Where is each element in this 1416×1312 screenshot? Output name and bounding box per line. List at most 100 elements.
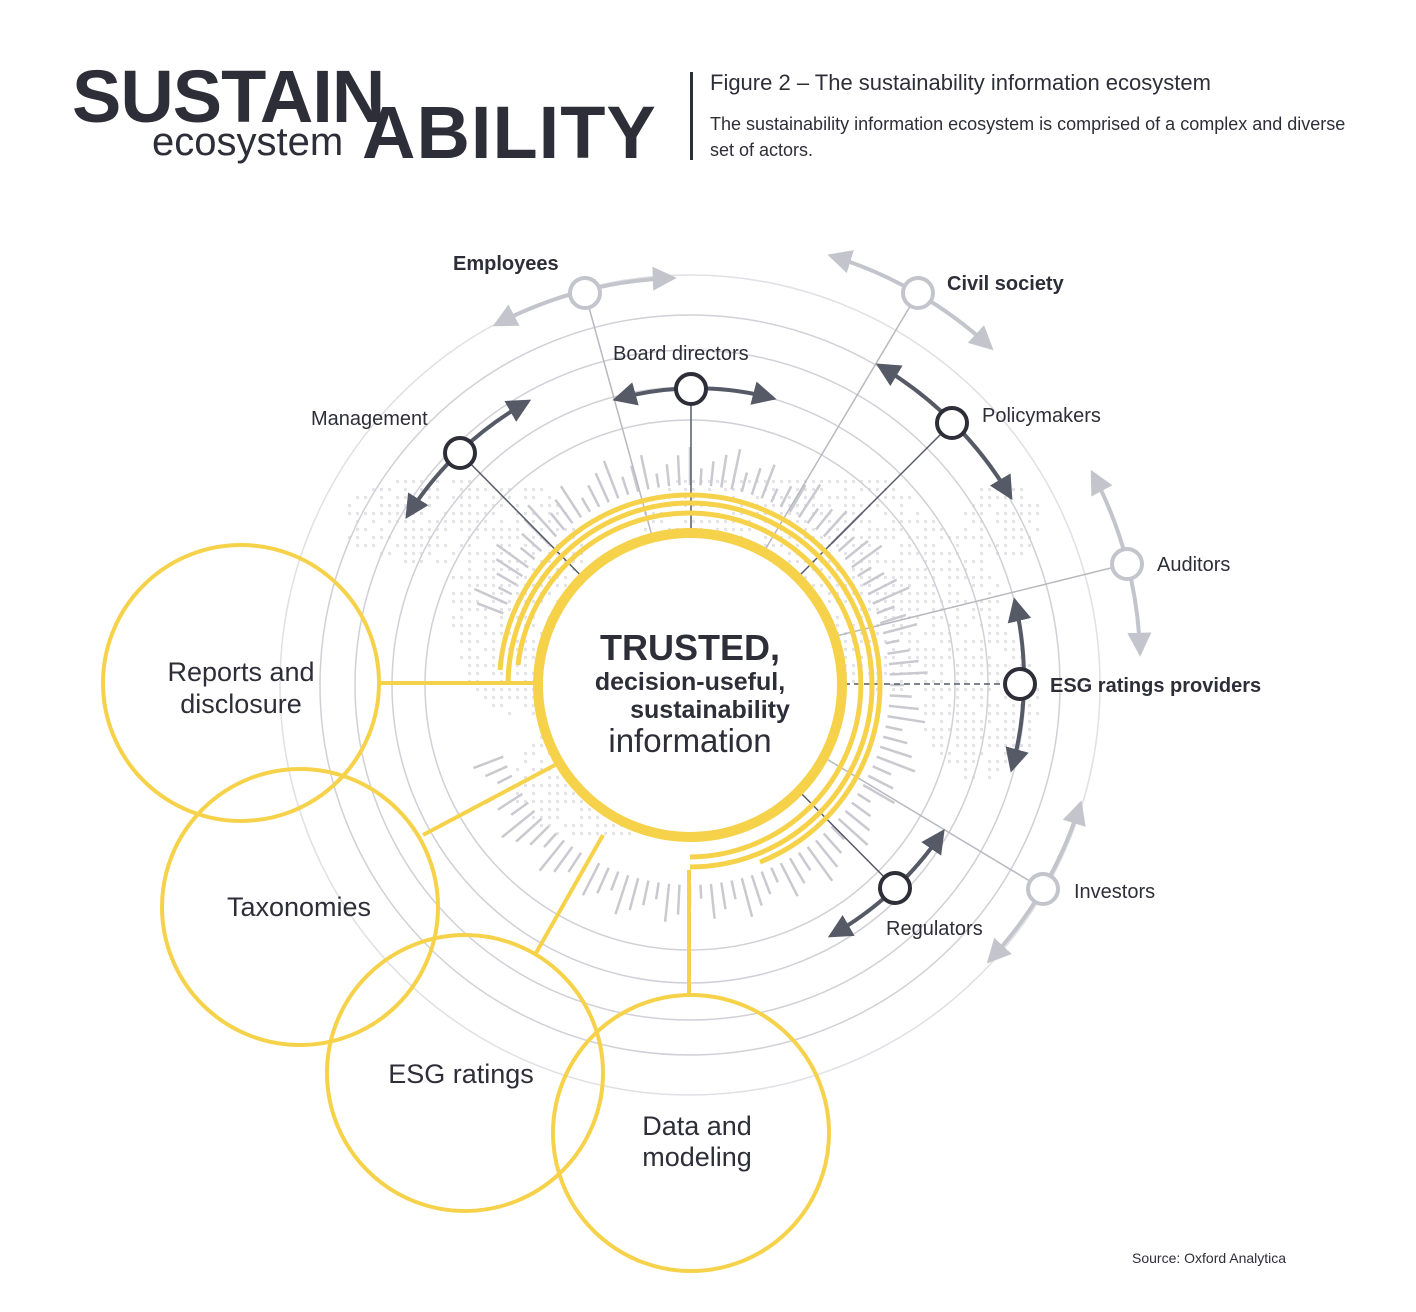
map-dot <box>692 480 695 483</box>
map-dot <box>500 568 503 571</box>
radial-tick <box>760 464 776 499</box>
map-dot <box>924 592 927 595</box>
map-dot <box>868 608 871 611</box>
map-dot <box>812 488 815 491</box>
map-dot <box>956 624 959 627</box>
map-dot <box>956 664 959 667</box>
map-dot <box>868 520 871 523</box>
map-dot <box>924 712 927 715</box>
map-dot <box>844 504 847 507</box>
map-dot <box>540 800 543 803</box>
radial-tick <box>515 817 543 843</box>
map-dot <box>940 680 943 683</box>
map-dot <box>908 584 911 587</box>
map-dot <box>900 608 903 611</box>
map-dot <box>932 552 935 555</box>
map-dot <box>468 560 471 563</box>
map-dot <box>508 568 511 571</box>
map-dot <box>1012 536 1015 539</box>
map-dot <box>540 560 543 563</box>
map-dot <box>892 648 895 651</box>
management-node <box>443 436 477 470</box>
map-dot <box>1020 504 1023 507</box>
map-dot <box>900 504 903 507</box>
map-dot <box>532 624 535 627</box>
map-dot <box>524 800 527 803</box>
map-dot <box>940 656 943 659</box>
map-dot <box>1012 488 1015 491</box>
map-dot <box>932 664 935 667</box>
map-dot <box>524 560 527 563</box>
map-dot <box>428 536 431 539</box>
map-dot <box>812 480 815 483</box>
map-dot <box>492 696 495 699</box>
map-dot <box>964 688 967 691</box>
map-dot <box>412 552 415 555</box>
map-dot <box>764 504 767 507</box>
map-dot <box>844 488 847 491</box>
map-dot <box>900 680 903 683</box>
map-dot <box>972 736 975 739</box>
map-dot <box>956 648 959 651</box>
map-dot <box>948 584 951 587</box>
map-dot <box>988 600 991 603</box>
radial-tick <box>844 809 871 832</box>
map-dot <box>988 688 991 691</box>
map-dot <box>988 736 991 739</box>
radial-tick <box>730 880 737 900</box>
map-dot <box>412 480 415 483</box>
radial-tick <box>496 572 518 587</box>
map-dot <box>524 752 527 755</box>
regulators-label: Regulators <box>886 918 983 940</box>
map-dot <box>484 528 487 531</box>
map-dot <box>868 576 871 579</box>
map-dot <box>540 744 543 747</box>
policymakers-node <box>935 406 969 440</box>
map-dot <box>892 608 895 611</box>
map-dot <box>732 512 735 515</box>
map-dot <box>972 728 975 731</box>
map-dot <box>564 584 567 587</box>
map-dot <box>956 704 959 707</box>
map-dot <box>404 560 407 563</box>
map-dot <box>900 512 903 515</box>
map-dot <box>980 664 983 667</box>
map-dot <box>844 600 847 603</box>
map-dot <box>980 504 983 507</box>
map-dot <box>1004 736 1007 739</box>
map-dot <box>988 720 991 723</box>
map-dot <box>460 576 463 579</box>
map-dot <box>988 592 991 595</box>
map-dot <box>964 600 967 603</box>
map-dot <box>484 696 487 699</box>
map-dot <box>556 528 559 531</box>
map-dot <box>516 664 519 667</box>
map-dot <box>860 488 863 491</box>
map-dot <box>1028 744 1031 747</box>
map-dot <box>884 672 887 675</box>
map-dot <box>932 568 935 571</box>
map-dot <box>556 504 559 507</box>
map-dot <box>516 592 519 595</box>
map-dot <box>1012 736 1015 739</box>
radial-tick <box>837 536 856 553</box>
map-dot <box>628 832 631 835</box>
map-dot <box>964 560 967 563</box>
map-dot <box>924 632 927 635</box>
map-dot <box>932 712 935 715</box>
radial-tick <box>888 659 919 666</box>
map-dot <box>940 736 943 739</box>
map-dot <box>1012 520 1015 523</box>
map-dot <box>820 488 823 491</box>
investors-node <box>1026 872 1060 906</box>
radial-tick <box>543 832 558 848</box>
map-dot <box>884 592 887 595</box>
map-dot <box>556 808 559 811</box>
map-dot <box>868 536 871 539</box>
map-dot <box>900 544 903 547</box>
map-dot <box>892 528 895 531</box>
map-dot <box>948 704 951 707</box>
map-dot <box>380 528 383 531</box>
map-dot <box>684 480 687 483</box>
map-dot <box>500 528 503 531</box>
